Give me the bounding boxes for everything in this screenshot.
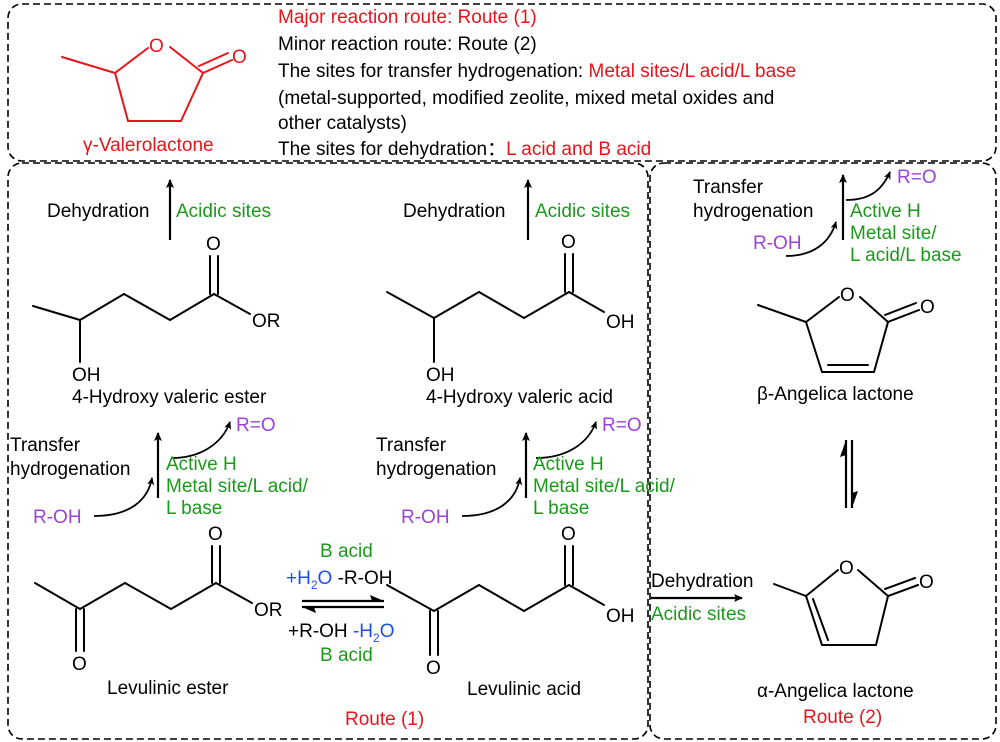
la-oh: OH bbox=[606, 606, 635, 627]
route2-transfer-label-2: hydrogenation bbox=[693, 201, 813, 222]
alpha-angelica-lactone-structure: O O bbox=[773, 558, 934, 646]
acid-byproduct-curve bbox=[535, 421, 597, 459]
acid-transfer-label-1: Transfer bbox=[376, 435, 447, 456]
transfer-sites-prefix: The sites for transfer hydrogenation: bbox=[278, 61, 589, 82]
ester-acid-equilibrium-arrows bbox=[302, 595, 384, 613]
equilibrium-bottom-reagents: +R-OH -H2O bbox=[288, 621, 394, 645]
la-ketone-o: O bbox=[426, 658, 441, 679]
beta-alpha-equilibrium-arrows bbox=[840, 440, 858, 508]
levulinic-acid-name: Levulinic acid bbox=[467, 679, 581, 700]
beta-angelica-lactone-structure: O O bbox=[757, 285, 935, 373]
ester-dehydration-label: Dehydration bbox=[47, 201, 149, 222]
ester-catalyst-line2: Metal site/L acid/ bbox=[166, 476, 309, 497]
route1-label: Route (1) bbox=[345, 709, 424, 730]
gvl-carbonyl-oxygen: O bbox=[232, 47, 247, 68]
hydroxy-valeric-ester-structure: O OR OH bbox=[32, 234, 281, 386]
ester-transfer-label-2: hydrogenation bbox=[10, 459, 130, 480]
beta-carbonyl-o: O bbox=[920, 297, 935, 318]
equilibrium-top-catalyst: B acid bbox=[320, 541, 373, 562]
hva-end-oh: OH bbox=[606, 312, 635, 333]
route2-catalyst-line3: L acid/L base bbox=[850, 245, 962, 266]
ester-donor-curve bbox=[93, 477, 155, 517]
hydroxy-valeric-acid-name: 4-Hydroxy valeric acid bbox=[426, 387, 613, 408]
hydroxy-valeric-ester-name: 4-Hydroxy valeric ester bbox=[72, 387, 267, 408]
acid-donor-curve bbox=[461, 477, 523, 517]
catalysts-line2: other catalysts) bbox=[278, 113, 407, 134]
levulinic-ester-structure: O OR O bbox=[34, 524, 283, 675]
gamma-valerolactone-structure: O O bbox=[61, 36, 247, 122]
hydroxy-valeric-acid-structure: O OH OH bbox=[386, 232, 635, 386]
dehydration-sites-value: L acid and B acid bbox=[506, 139, 651, 160]
transfer-sites-line: The sites for transfer hydrogenation: Me… bbox=[278, 61, 796, 82]
hva-side-oh: OH bbox=[426, 365, 455, 386]
levulinic-acid-structure: O OH O bbox=[386, 524, 635, 679]
ester-donor: R-OH bbox=[33, 507, 82, 528]
equilibrium-top-reagents: +H2O -R-OH bbox=[286, 568, 392, 592]
hve-carbonyl-o: O bbox=[206, 234, 221, 255]
beta-angelica-lactone-name: β-Angelica lactone bbox=[757, 384, 914, 405]
route2-byproduct: R=O bbox=[897, 167, 937, 188]
dehydration-sites-line: The sites for dehydration：L acid and B a… bbox=[278, 139, 651, 160]
transfer-sites-value: Metal sites/L acid/L base bbox=[589, 61, 797, 82]
ester-transfer-label-1: Transfer bbox=[10, 435, 81, 456]
route2-dehydration-sites: Acidic sites bbox=[651, 604, 746, 625]
minor-route-label: Minor reaction route: Route (2) bbox=[278, 34, 537, 55]
acid-catalyst-line3: L base bbox=[533, 498, 589, 519]
acid-dehydration-sites: Acidic sites bbox=[535, 201, 630, 222]
ester-catalyst-line3: L base bbox=[166, 498, 222, 519]
hve-oh: OH bbox=[72, 365, 101, 386]
alpha-angelica-lactone-name: α-Angelica lactone bbox=[757, 681, 914, 702]
ester-byproduct-curve bbox=[171, 421, 231, 459]
ester-catalyst-line1: Active H bbox=[166, 454, 237, 475]
major-route-label: Major reaction route: Route (1) bbox=[278, 7, 537, 28]
alpha-ring-o: O bbox=[839, 558, 854, 579]
gvl-name: γ-Valerolactone bbox=[83, 135, 214, 156]
ester-byproduct: R=O bbox=[236, 415, 276, 436]
route2-box bbox=[649, 162, 997, 740]
le-ketone-o: O bbox=[72, 654, 87, 675]
le-or: OR bbox=[254, 600, 283, 621]
route2-catalyst-line2: Metal site/ bbox=[850, 223, 937, 244]
alpha-carbonyl-o: O bbox=[919, 572, 934, 593]
route2-transfer-label-1: Transfer bbox=[693, 177, 764, 198]
acid-dehydration-label: Dehydration bbox=[403, 201, 505, 222]
acid-byproduct: R=O bbox=[602, 415, 642, 436]
equilibrium-bottom-catalyst: B acid bbox=[320, 645, 373, 666]
summary-box bbox=[7, 3, 997, 162]
gvl-ring-oxygen: O bbox=[149, 36, 164, 57]
route2-byproduct-curve bbox=[845, 171, 891, 201]
acid-catalyst-line2: Metal site/L acid/ bbox=[533, 476, 676, 497]
hve-or: OR bbox=[252, 311, 281, 332]
dehydration-sites-prefix: The sites for dehydration： bbox=[278, 139, 506, 160]
la-carbonyl-o: O bbox=[561, 524, 576, 545]
acid-transfer-label-2: hydrogenation bbox=[376, 459, 496, 480]
levulinic-ester-name: Levulinic ester bbox=[107, 678, 229, 699]
route2-donor-curve bbox=[785, 221, 838, 257]
hva-carbonyl-o: O bbox=[561, 232, 576, 253]
acid-catalyst-line1: Active H bbox=[533, 454, 604, 475]
route2-label: Route (2) bbox=[803, 707, 882, 728]
acid-donor: R-OH bbox=[401, 507, 450, 528]
catalysts-line1: (metal-supported, modified zeolite, mixe… bbox=[278, 88, 774, 109]
le-carbonyl-o: O bbox=[208, 524, 223, 545]
route2-dehydration-label: Dehydration bbox=[651, 571, 753, 592]
route2-catalyst-line1: Active H bbox=[850, 201, 921, 222]
route2-donor: R-OH bbox=[753, 233, 802, 254]
ester-dehydration-sites: Acidic sites bbox=[176, 201, 271, 222]
route1-box bbox=[7, 162, 649, 740]
beta-ring-o: O bbox=[840, 285, 855, 306]
